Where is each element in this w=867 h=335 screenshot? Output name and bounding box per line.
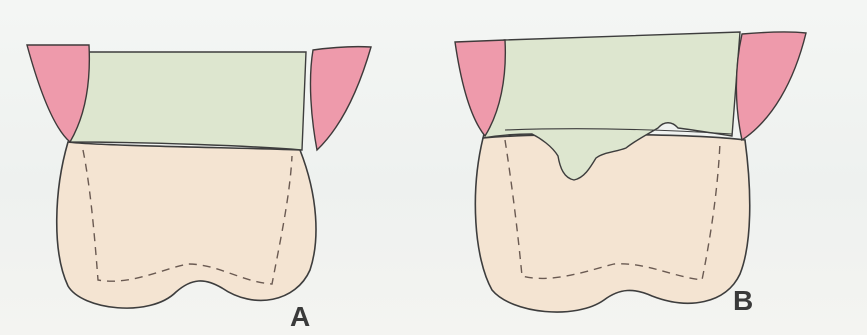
- panel-label-b: B: [733, 285, 753, 316]
- panel-label-a: A: [290, 301, 310, 332]
- gingiva-right-a: [310, 47, 371, 150]
- gingiva-right-b: [736, 32, 806, 140]
- tooth-crown-a: [57, 142, 316, 308]
- panel-a: A: [27, 45, 371, 332]
- tooth-crown-b: [475, 134, 749, 312]
- panel-b: B: [455, 32, 806, 316]
- restoration-block-a: [70, 52, 306, 150]
